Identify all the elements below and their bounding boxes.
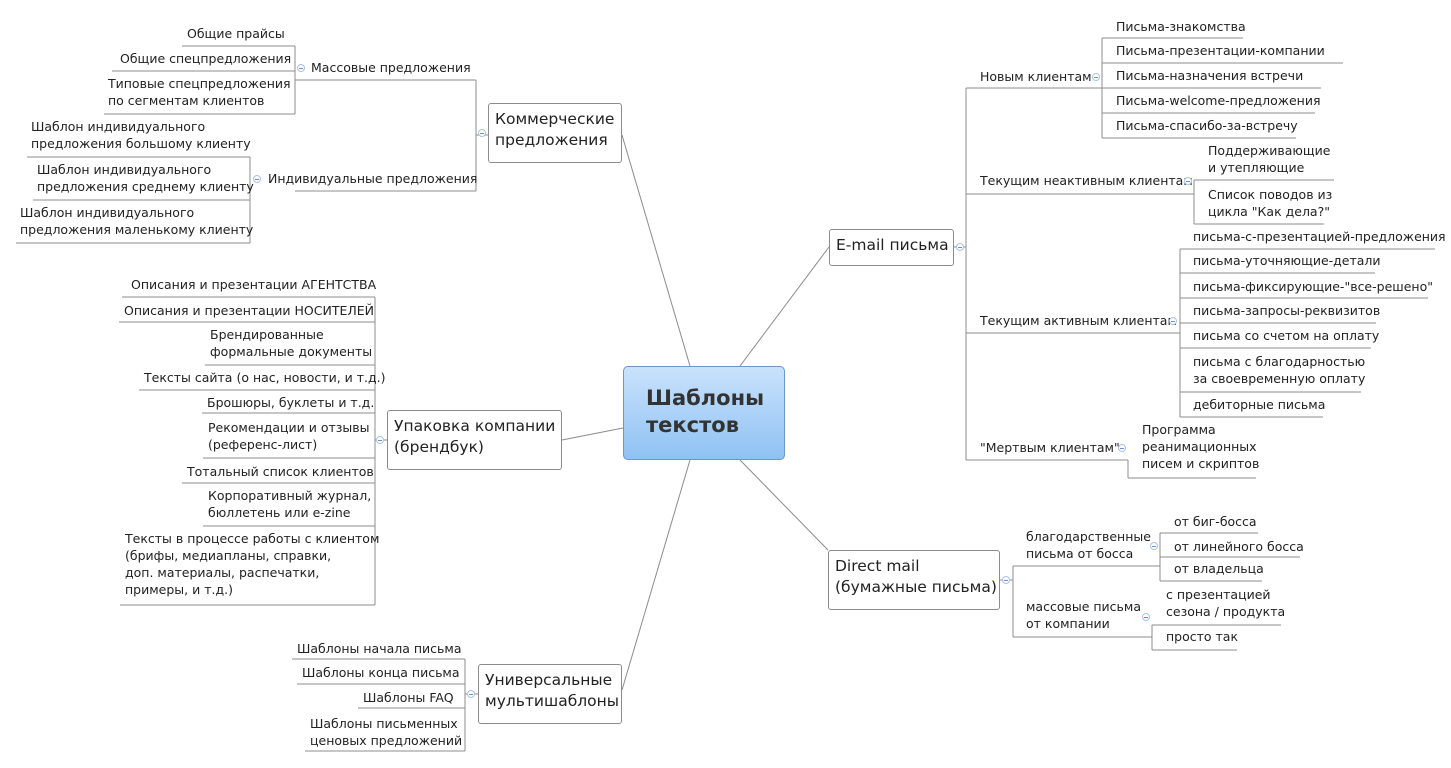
subtopic-active-clients[interactable]: Текущим активным клиентам bbox=[980, 313, 1177, 328]
leaf-supporting[interactable]: Поддерживающие и утепляющие bbox=[1208, 143, 1331, 175]
spoke-universal bbox=[621, 459, 691, 691]
leaf-media-presentations[interactable]: Описания и презентации НОСИТЕЛЕЙ bbox=[124, 303, 375, 318]
collapse-icon[interactable] bbox=[478, 129, 486, 137]
leaf-brochures[interactable]: Брошюры, буклеты и т.д. bbox=[207, 395, 375, 410]
spoke-direct bbox=[739, 459, 829, 551]
leaf-meeting-appointment[interactable]: Письма-назначения встречи bbox=[1116, 68, 1304, 83]
leaf-owner[interactable]: от владельца bbox=[1174, 561, 1264, 576]
leaf-template-large-client[interactable]: Шаблон индивидуального предложения больш… bbox=[31, 119, 251, 151]
leaf-requisites-request[interactable]: письма-запросы-реквизитов bbox=[1193, 303, 1381, 318]
spoke-commercial bbox=[621, 134, 691, 367]
topic-universal-templates[interactable]: Универсальные мультишаблоны bbox=[478, 664, 622, 724]
leaf-clarifying-details[interactable]: письма-уточняющие-детали bbox=[1193, 253, 1381, 268]
subtopic-company-mass[interactable]: массовые письма от компании bbox=[1026, 599, 1142, 631]
topic-email-letters[interactable]: E-mail письма bbox=[829, 229, 954, 266]
leaf-offer-presentation[interactable]: письма-с-презентацией-предложения bbox=[1193, 229, 1446, 244]
collapse-icon[interactable] bbox=[297, 64, 305, 72]
leaf-typical-special-offers[interactable]: Типовые спецпредложения по сегментам кли… bbox=[108, 76, 291, 108]
leaf-reanimation-program[interactable]: Программа реанимационных писем и скрипто… bbox=[1142, 422, 1260, 471]
leaf-debtor-letters[interactable]: дебиторные письма bbox=[1193, 397, 1326, 412]
spoke-email bbox=[739, 246, 830, 367]
leaf-recommendations[interactable]: Рекомендации и отзывы (референс-лист) bbox=[208, 420, 370, 452]
subtopic-new-clients[interactable]: Новым клиентам bbox=[980, 69, 1092, 84]
collapse-icon[interactable] bbox=[1142, 613, 1150, 621]
collapse-icon[interactable] bbox=[1169, 317, 1177, 325]
leaf-letter-start[interactable]: Шаблоны начала письма bbox=[297, 641, 462, 656]
subtopic-inactive-clients[interactable]: Текущим неактивным клиентам bbox=[980, 173, 1193, 188]
spoke-packaging bbox=[561, 427, 624, 441]
leaf-client-list[interactable]: Тотальный список клиентов bbox=[187, 464, 374, 479]
collapse-icon[interactable] bbox=[1118, 444, 1126, 452]
collapse-icon[interactable] bbox=[376, 436, 384, 444]
leaf-corporate-journal[interactable]: Корпоративный журнал, бюллетень или e-zi… bbox=[208, 488, 372, 520]
leaf-template-small-client[interactable]: Шаблон индивидуального предложения мален… bbox=[20, 205, 254, 237]
subtopic-individual-offers[interactable]: Индивидуальные предложения bbox=[268, 171, 478, 186]
collapse-icon[interactable] bbox=[1092, 73, 1100, 81]
collapse-icon[interactable] bbox=[467, 690, 475, 698]
topic-company-packaging[interactable]: Упаковка компании (брендбук) bbox=[387, 410, 562, 470]
subtopic-boss-thanks[interactable]: благодарственные письма от босса bbox=[1026, 529, 1151, 561]
leaf-all-decided[interactable]: письма-фиксирующие-"все-решено" bbox=[1193, 279, 1433, 294]
leaf-acquaintance[interactable]: Письма-знакомства bbox=[1116, 19, 1246, 34]
leaf-process-texts[interactable]: Тексты в процессе работы с клиентом (бри… bbox=[125, 531, 380, 597]
leaf-branded-documents[interactable]: Брендированные формальные документы bbox=[210, 327, 373, 359]
root-topic[interactable]: Шаблоны текстов bbox=[623, 366, 785, 460]
leaf-letter-end[interactable]: Шаблоны конца письма bbox=[302, 665, 460, 680]
leaf-company-presentation[interactable]: Письма-презентации-компании bbox=[1116, 43, 1325, 58]
leaf-season-presentation[interactable]: с презентацией сезона / продукта bbox=[1166, 587, 1286, 619]
leaf-invoice[interactable]: письма со счетом на оплату bbox=[1193, 328, 1380, 343]
leaf-general-prices[interactable]: Общие прайсы bbox=[187, 26, 285, 41]
leaf-faq[interactable]: Шаблоны FAQ bbox=[363, 690, 454, 705]
leaf-how-are-you[interactable]: Список поводов из цикла "Как дела?" bbox=[1208, 187, 1333, 219]
leaf-welcome-offer[interactable]: Письма-welcome-предложения bbox=[1116, 93, 1321, 108]
leaf-line-boss[interactable]: от линейного босса bbox=[1174, 539, 1304, 554]
leaf-agency-presentations[interactable]: Описания и презентации АГЕНТСТВА bbox=[131, 277, 377, 292]
leaf-big-boss[interactable]: от биг-босса bbox=[1174, 514, 1257, 529]
collapse-icon[interactable] bbox=[956, 243, 964, 251]
leaf-payment-thanks[interactable]: письма с благодарностью за своевременную… bbox=[1193, 354, 1366, 386]
leaf-just-because[interactable]: просто так bbox=[1166, 629, 1239, 644]
topic-commercial[interactable]: Коммерческие предложения bbox=[488, 103, 622, 163]
leaf-template-medium-client[interactable]: Шаблон индивидуального предложения средн… bbox=[37, 162, 254, 194]
collapse-icon[interactable] bbox=[253, 175, 261, 183]
collapse-icon[interactable] bbox=[1184, 177, 1192, 185]
leaf-site-texts[interactable]: Тексты сайта (о нас, новости, и т.д.) bbox=[144, 370, 386, 385]
topic-direct-mail[interactable]: Direct mail (бумажные письма) bbox=[828, 550, 1000, 610]
leaf-thanks-for-meeting[interactable]: Письма-спасибо-за-встречу bbox=[1116, 118, 1298, 133]
collapse-icon[interactable] bbox=[1002, 576, 1010, 584]
subtopic-dead-clients[interactable]: "Мертвым клиентам" bbox=[980, 440, 1120, 455]
subtopic-mass-offers[interactable]: Массовые предложения bbox=[311, 60, 471, 75]
collapse-icon[interactable] bbox=[1150, 542, 1158, 550]
leaf-general-special-offers[interactable]: Общие спецпредложения bbox=[120, 51, 292, 66]
leaf-price-offers[interactable]: Шаблоны письменных ценовых предложений bbox=[310, 716, 463, 748]
